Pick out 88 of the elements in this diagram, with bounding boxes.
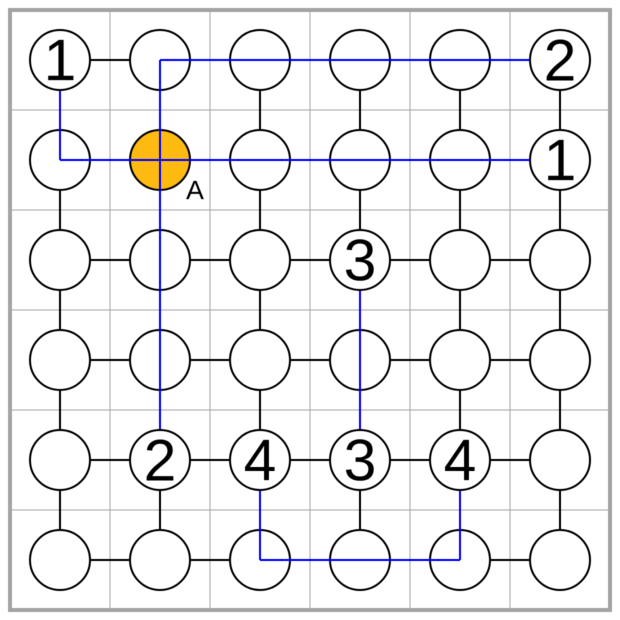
connector-line <box>59 491 61 529</box>
connector-line <box>91 459 129 461</box>
connector-line <box>391 159 429 161</box>
connector-line <box>159 291 161 329</box>
empty-circle <box>229 129 291 191</box>
connector-line <box>291 459 329 461</box>
empty-circle <box>129 529 191 591</box>
connector-line <box>191 59 229 61</box>
connector-line <box>559 291 561 329</box>
connector-line <box>359 391 361 429</box>
connector-line <box>459 391 461 429</box>
connector-line <box>559 91 561 129</box>
empty-circle <box>129 329 191 391</box>
connector-line <box>159 91 161 129</box>
connector-line <box>91 59 129 61</box>
connector-line <box>91 159 129 161</box>
connector-line <box>291 559 329 561</box>
point-label: A <box>186 180 204 200</box>
connector-line <box>159 191 161 229</box>
empty-circle <box>429 129 491 191</box>
connector-line <box>191 259 229 261</box>
connector-line <box>459 291 461 329</box>
empty-circle <box>229 529 291 591</box>
connector-line <box>491 259 529 261</box>
connector-line <box>491 159 529 161</box>
empty-circle <box>29 429 91 491</box>
connector-line <box>291 359 329 361</box>
empty-circle <box>29 229 91 291</box>
connector-line <box>391 459 429 461</box>
empty-circle <box>529 229 591 291</box>
connector-line <box>59 191 61 229</box>
connector-line <box>559 491 561 529</box>
empty-circle <box>229 229 291 291</box>
empty-circle <box>229 29 291 91</box>
connector-line <box>259 191 261 229</box>
empty-circle <box>329 329 391 391</box>
connector-line <box>59 91 61 129</box>
empty-circle <box>129 29 191 91</box>
connector-line <box>91 259 129 261</box>
connector-line <box>391 59 429 61</box>
connector-line <box>159 391 161 429</box>
connector-line <box>291 259 329 261</box>
empty-circle <box>529 429 591 491</box>
empty-circle <box>29 129 91 191</box>
empty-circle <box>29 529 91 591</box>
connector-line <box>391 359 429 361</box>
empty-circle <box>529 329 591 391</box>
connector-line <box>91 359 129 361</box>
connector-line <box>191 359 229 361</box>
connector-line <box>491 59 529 61</box>
connector-line <box>491 459 529 461</box>
connector-line <box>259 391 261 429</box>
connector-line <box>191 159 229 161</box>
connector-line <box>59 391 61 429</box>
connector-line <box>91 559 129 561</box>
connector-line <box>391 559 429 561</box>
connector-line <box>359 191 361 229</box>
connector-line <box>191 559 229 561</box>
empty-circle <box>329 529 391 591</box>
connector-line <box>291 159 329 161</box>
empty-circle <box>329 29 391 91</box>
connector-line <box>259 291 261 329</box>
connector-line <box>559 191 561 229</box>
connector-line <box>459 91 461 129</box>
empty-circle <box>329 129 391 191</box>
connector-line <box>459 491 461 529</box>
connector-line <box>291 59 329 61</box>
connector-line <box>559 391 561 429</box>
connector-line <box>491 559 529 561</box>
empty-circle <box>429 29 491 91</box>
empty-circle <box>529 529 591 591</box>
connector-line <box>191 459 229 461</box>
empty-circle <box>129 229 191 291</box>
connector-line <box>491 359 529 361</box>
connector-line <box>359 291 361 329</box>
connector-line <box>259 491 261 529</box>
empty-circle <box>229 329 291 391</box>
empty-circle <box>429 529 491 591</box>
connector-line <box>459 191 461 229</box>
connector-line <box>359 491 361 529</box>
connector-line <box>391 259 429 261</box>
connector-line <box>159 491 161 529</box>
empty-circle <box>29 329 91 391</box>
empty-circle <box>429 229 491 291</box>
empty-circle <box>429 329 491 391</box>
connector-line <box>359 91 361 129</box>
connector-line <box>59 291 61 329</box>
connector-line <box>259 91 261 129</box>
